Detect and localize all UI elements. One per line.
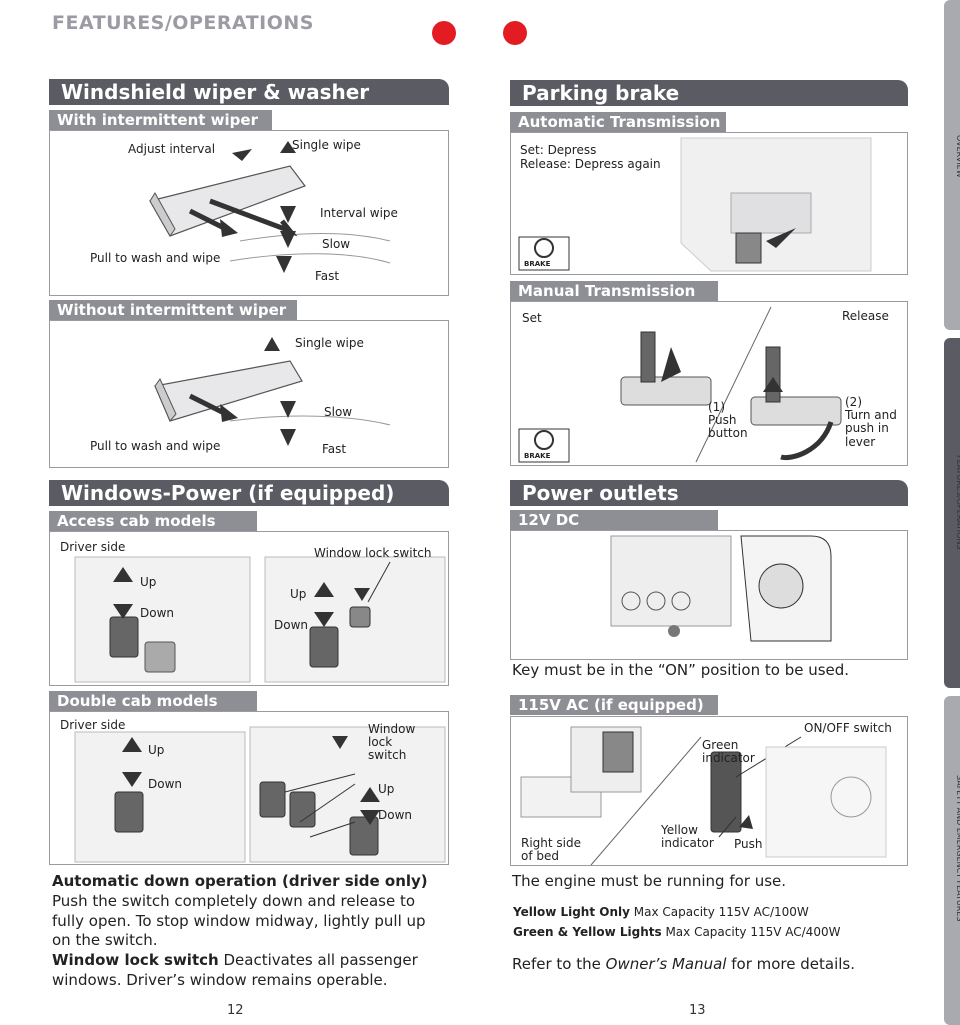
label-single-wipe: Single wipe (295, 336, 364, 350)
sidebar-label-safety: SAFETY AND EMERGENCY FEATURES (955, 775, 960, 922)
label-up: Up (290, 587, 307, 601)
red-dot (432, 21, 456, 45)
power-ac-title: 115V AC (if equipped) (510, 695, 718, 715)
sidebar-label-overview: OVERVIEW (955, 135, 960, 178)
label-up: Up (148, 743, 165, 757)
refer-manual: Owner’s Manual (605, 955, 727, 973)
label-driver-side: Driver side (60, 540, 126, 554)
label-yellow-indicator: Yellow indicator (661, 823, 714, 851)
label-down: Down (148, 777, 183, 791)
green-yellow-value: Max Capacity 115V AC/400W (661, 925, 841, 939)
yellow-light-spec: Yellow Light Only Max Capacity 115V AC/1… (513, 905, 809, 919)
label-adjust-interval: Adjust interval (128, 142, 216, 156)
wiper-intermittent-title: With intermittent wiper (49, 110, 272, 130)
window-lock-heading: Window lock switch (52, 951, 219, 969)
wiper-stalk-illustration (154, 337, 391, 446)
label-push: Push (734, 837, 763, 851)
ac-outlet-illustration (520, 726, 887, 866)
sidebar-label-features: FEATURES/OPERATIONS (955, 455, 960, 550)
refer-manual-note: Refer to the Owner’s Manual for more det… (512, 955, 855, 975)
yellow-light-label: Yellow Light Only (513, 905, 630, 919)
power-dc-title: 12V DC (510, 510, 718, 530)
label-slow: Slow (322, 237, 351, 251)
yellow-light-value: Max Capacity 115V AC/100W (629, 905, 809, 919)
sidebar-tab-safety[interactable] (944, 696, 960, 1025)
dc-note: Key must be in the “ON” position to be u… (512, 661, 850, 679)
ac-engine-note: The engine must be running for use. (512, 872, 787, 890)
refer-suffix: for more details. (726, 955, 856, 973)
power-dc-panel (510, 530, 908, 660)
refer-prefix: Refer to the (512, 955, 606, 973)
label-up: Up (140, 575, 157, 589)
label-onoff-switch: ON/OFF switch (804, 721, 892, 735)
red-dot (503, 21, 527, 45)
parking-brake-pedal-illustration (518, 137, 872, 272)
label-down: Down (274, 618, 309, 632)
label-up: Up (378, 782, 395, 796)
label-fast: Fast (322, 442, 347, 456)
label-push-button: (1) Push button (708, 400, 748, 441)
label-window-lock: Window lock switch (314, 546, 432, 560)
wiper-stalk-illustration (149, 141, 391, 273)
label-interval-wipe: Interval wipe (320, 206, 398, 220)
brake-auto-title: Automatic Transmission (510, 112, 726, 132)
windows-double-title: Double cab models (49, 691, 257, 711)
power-ac-panel: ON/OFF switch Green indicator Yellow ind… (510, 716, 908, 866)
label-right-side-bed: Right side of bed (521, 836, 581, 864)
label-pull-wash: Pull to wash and wipe (90, 251, 221, 265)
brake-icon: BRAKE (524, 452, 551, 460)
label-pull-wash: Pull to wash and wipe (90, 439, 221, 453)
brake-icon: BRAKE (524, 260, 551, 268)
window-lock-body: Deactivates all passenger windows. Drive… (52, 951, 418, 989)
windows-section-title: Windows-Power (if equipped) (49, 480, 449, 506)
windows-access-title: Access cab models (49, 511, 257, 531)
dc-outlet-illustration (610, 535, 832, 642)
green-yellow-spec: Green & Yellow Lights Max Capacity 115V … (513, 925, 840, 939)
label-release-depress: Release: Depress again (520, 157, 661, 171)
wiper-no-intermittent-panel: Single wipe Slow Fast Pull to wash and w… (49, 320, 449, 468)
green-yellow-label: Green & Yellow Lights (513, 925, 662, 939)
wiper-intermittent-panel: Adjust interval Single wipe Interval wip… (49, 130, 449, 296)
sidebar-tab-features[interactable] (944, 338, 960, 688)
page-number-right: 13 (689, 1003, 706, 1018)
wiper-no-intermittent-title: Without intermittent wiper (49, 300, 297, 320)
label-window-lock: Window lock switch (368, 722, 416, 763)
window-switch-illustration (74, 726, 446, 863)
page-number-left: 12 (227, 1003, 244, 1018)
label-turn-lever: (2) Turn and push in lever (845, 395, 897, 449)
power-section-title: Power outlets (510, 480, 908, 506)
label-release: Release (842, 309, 889, 323)
windows-double-panel: Driver side Window lock switch Up Down U… (49, 711, 449, 865)
windows-access-panel: Driver side Window lock switch Up Down U… (49, 531, 449, 686)
brake-section-title: Parking brake (510, 80, 908, 106)
label-fast: Fast (315, 269, 340, 283)
window-lock-paragraph: Window lock switch Deactivates all passe… (52, 951, 444, 991)
parking-brake-lever-illustration (518, 306, 842, 463)
label-set: Set (522, 311, 542, 325)
wiper-section-title: Windshield wiper & washer (49, 79, 449, 105)
label-green-indicator: Green indicator (702, 738, 755, 766)
window-switch-illustration (74, 556, 446, 683)
brake-manual-title: Manual Transmission (510, 281, 718, 301)
auto-down-heading: Automatic down operation (driver side on… (52, 872, 428, 890)
label-driver-side: Driver side (60, 718, 126, 732)
label-set-depress: Set: Depress (520, 143, 597, 157)
label-slow: Slow (324, 405, 353, 419)
brake-auto-panel: Set: Depress Release: Depress again BRAK… (510, 132, 908, 275)
auto-down-body: Push the switch completely down and rele… (52, 891, 426, 950)
auto-down-paragraph: Automatic down operation (driver side on… (52, 872, 444, 951)
label-down: Down (140, 606, 175, 620)
label-down: Down (378, 808, 413, 822)
sidebar-tab-overview[interactable] (944, 0, 960, 330)
brake-manual-panel: Set Release (1) Push button (2) Turn and… (510, 301, 908, 466)
label-single-wipe: Single wipe (292, 138, 361, 152)
section-header: FEATURES/OPERATIONS (52, 12, 314, 34)
